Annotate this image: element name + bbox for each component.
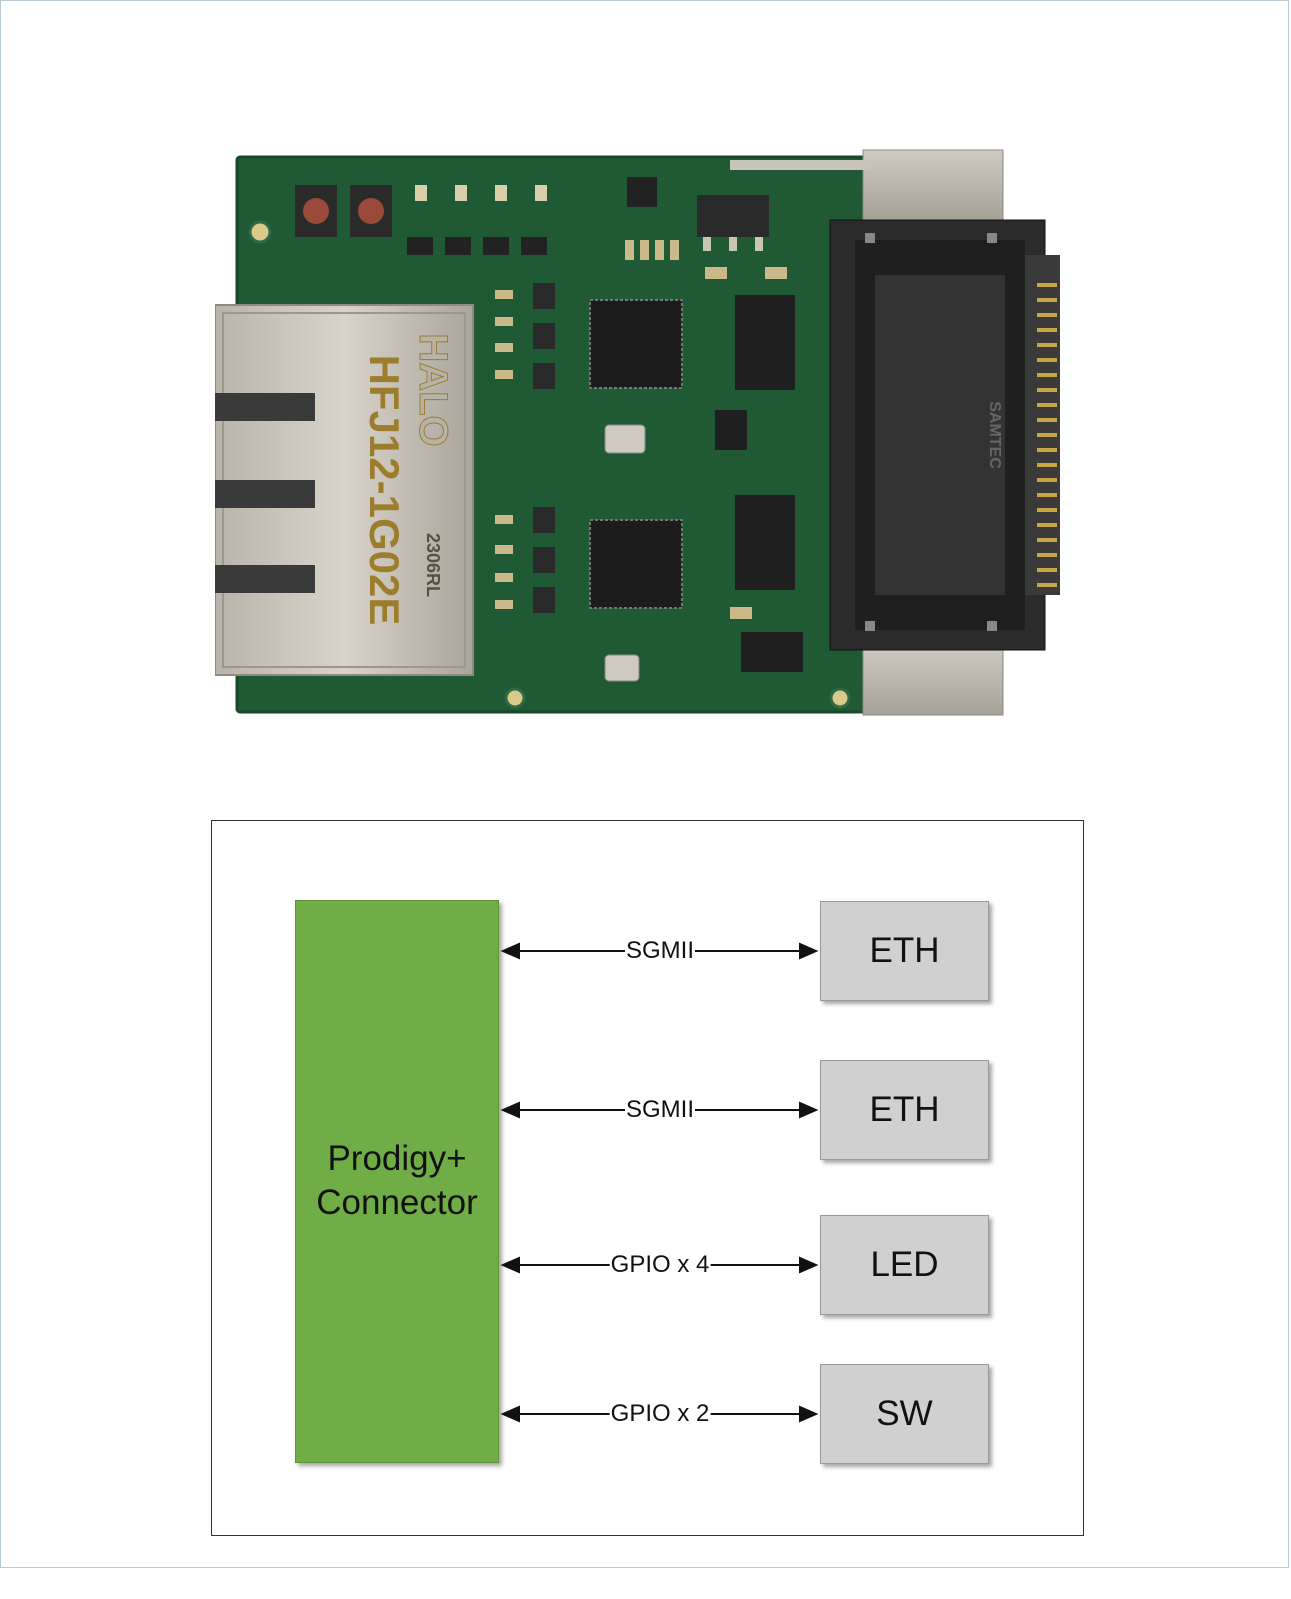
led-block: LED [820,1215,989,1315]
jack-date-code: 2306RL [423,533,443,597]
ethernet-phy-u2 [589,299,683,389]
link-label-sgmii-2: SGMII [624,1096,696,1124]
mounting-hole [829,687,851,709]
jack-part-number: HFJ12-1G02E [361,355,408,626]
connector-brand-logo: SAMTEC [986,401,1003,469]
eth-block-1: ETH [820,901,989,1001]
link-label-gpio-2: GPIO x 2 [609,1400,711,1428]
jack-brand-logo: HALO [411,333,455,446]
link-label-sgmii-1: SGMII [624,937,696,965]
board-connector: SAMTEC [730,149,1060,716]
page-frame [0,0,1289,1568]
prodigy-connector-block: Prodigy+ Connector [295,900,499,1463]
ethernet-phy-u4 [589,519,683,609]
sw-block: SW [820,1364,989,1464]
connector-label: Prodigy+ Connector [316,1139,478,1222]
link-label-gpio-4: GPIO x 4 [609,1251,711,1279]
eth-block-2: ETH [820,1060,989,1160]
mounting-hole [504,687,526,709]
push-button-sw2 [350,185,392,237]
push-button-sw1 [295,185,337,237]
board-photo: HFJ12-1G02E HALO 2306RL SAMTEC [215,149,1060,716]
mounting-hole [248,220,272,244]
rj45-jack: HFJ12-1G02E HALO 2306RL [215,304,474,676]
